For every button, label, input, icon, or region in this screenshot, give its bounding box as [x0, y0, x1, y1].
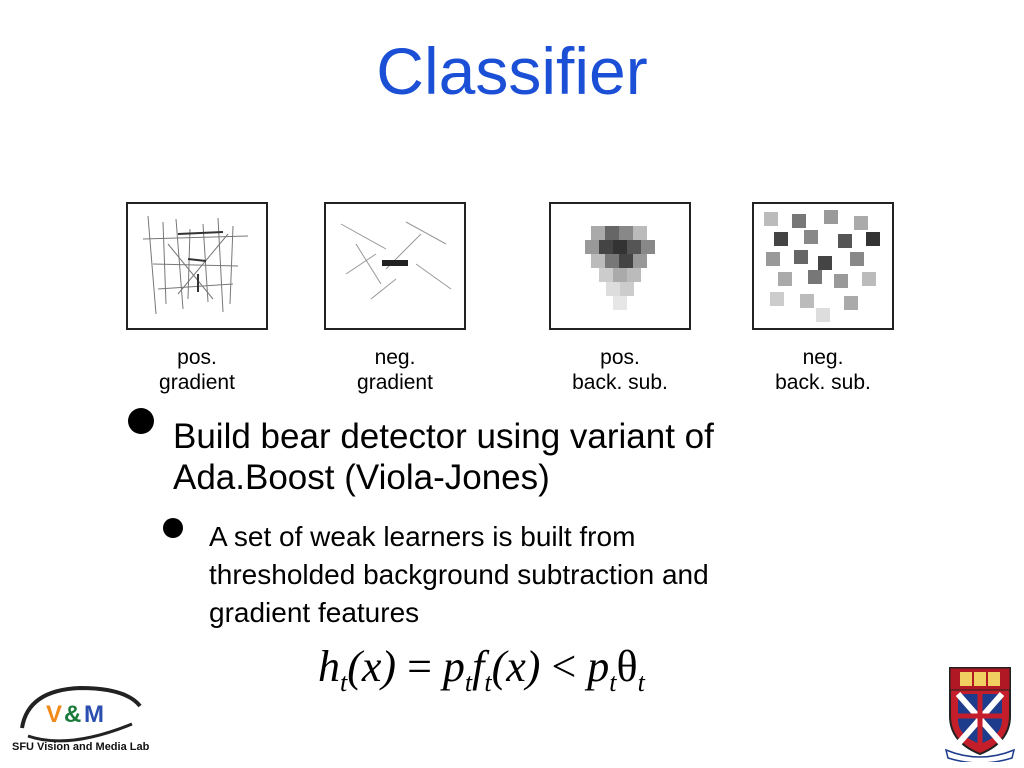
- caption-pos-backsub: pos. back. sub.: [572, 346, 668, 394]
- svg-text:&: &: [64, 701, 81, 728]
- vml-logo-icon: V & M: [20, 685, 142, 743]
- weak-learner-formula: ht(x) = ptft(x) < ptθt: [318, 642, 645, 697]
- bullet-dot-level1: [128, 408, 154, 434]
- svg-text:M: M: [84, 701, 104, 728]
- slide-title: Classifier: [376, 34, 648, 108]
- figure-pos-backsub: [549, 202, 691, 330]
- caption-neg-backsub: neg. back. sub.: [775, 346, 871, 394]
- caption-pos-gradient: pos. gradient: [159, 346, 235, 394]
- pos-gradient-image: [142, 215, 249, 315]
- svg-text:V: V: [46, 701, 62, 728]
- bullet-dot-level2: [163, 518, 183, 538]
- figure-pos-gradient: [126, 202, 268, 330]
- bullet-level1-text: Build bear detector using variant of Ada…: [173, 417, 714, 497]
- pos-backsub-image: [585, 226, 655, 310]
- caption-neg-gradient: neg. gradient: [357, 346, 433, 394]
- figure-neg-gradient: [324, 202, 466, 330]
- neg-gradient-image: [340, 221, 452, 300]
- sfu-crest-icon: [944, 667, 1016, 762]
- figure-neg-backsub: [752, 202, 894, 330]
- bullet-level2-text: A set of weak learners is built from thr…: [209, 521, 709, 628]
- neg-backsub-image: [764, 210, 880, 322]
- vml-logo-text: SFU Vision and Media Lab: [12, 741, 150, 753]
